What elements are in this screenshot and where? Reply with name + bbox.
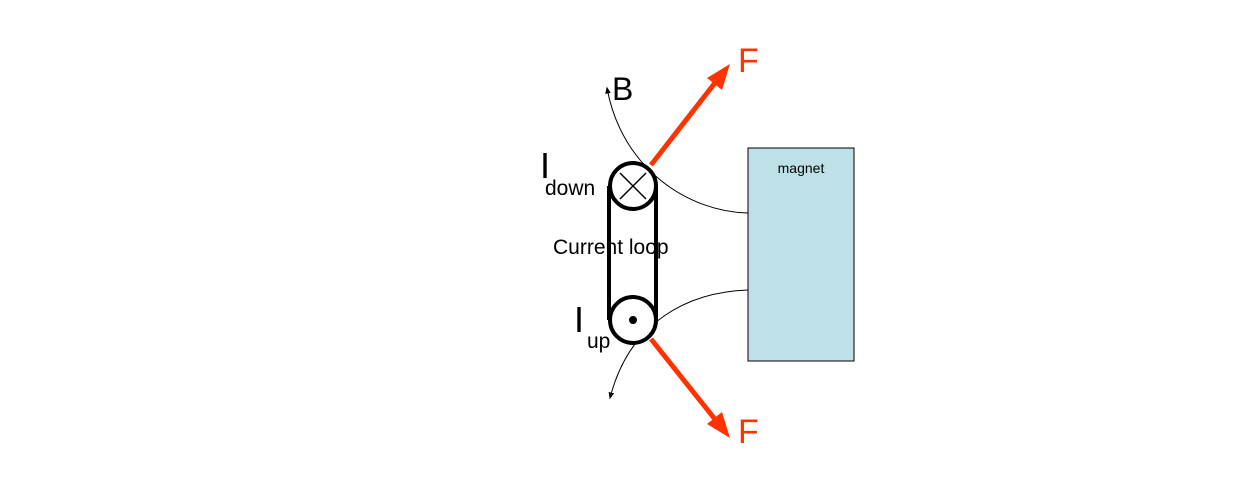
force-arrow-bottom: [649, 337, 730, 438]
magnet-block: [747, 147, 855, 362]
current-down-subscript: down: [545, 177, 595, 200]
field-line-bottom: [608, 289, 749, 400]
current-up-subscript: up: [587, 330, 610, 353]
field-label: B: [612, 71, 633, 107]
loop-label: Current loop: [553, 236, 669, 259]
current-up-label: I: [574, 299, 584, 340]
field-line-top: [605, 86, 749, 214]
wire-current-down: [608, 161, 658, 211]
wire-current-up: [608, 295, 658, 345]
magnet-label: magnet: [778, 160, 825, 176]
force-arrow-top: [649, 64, 730, 167]
force-label-top: F: [738, 42, 759, 80]
force-label-bottom: F: [738, 413, 759, 451]
current-down-label: I: [540, 145, 550, 186]
